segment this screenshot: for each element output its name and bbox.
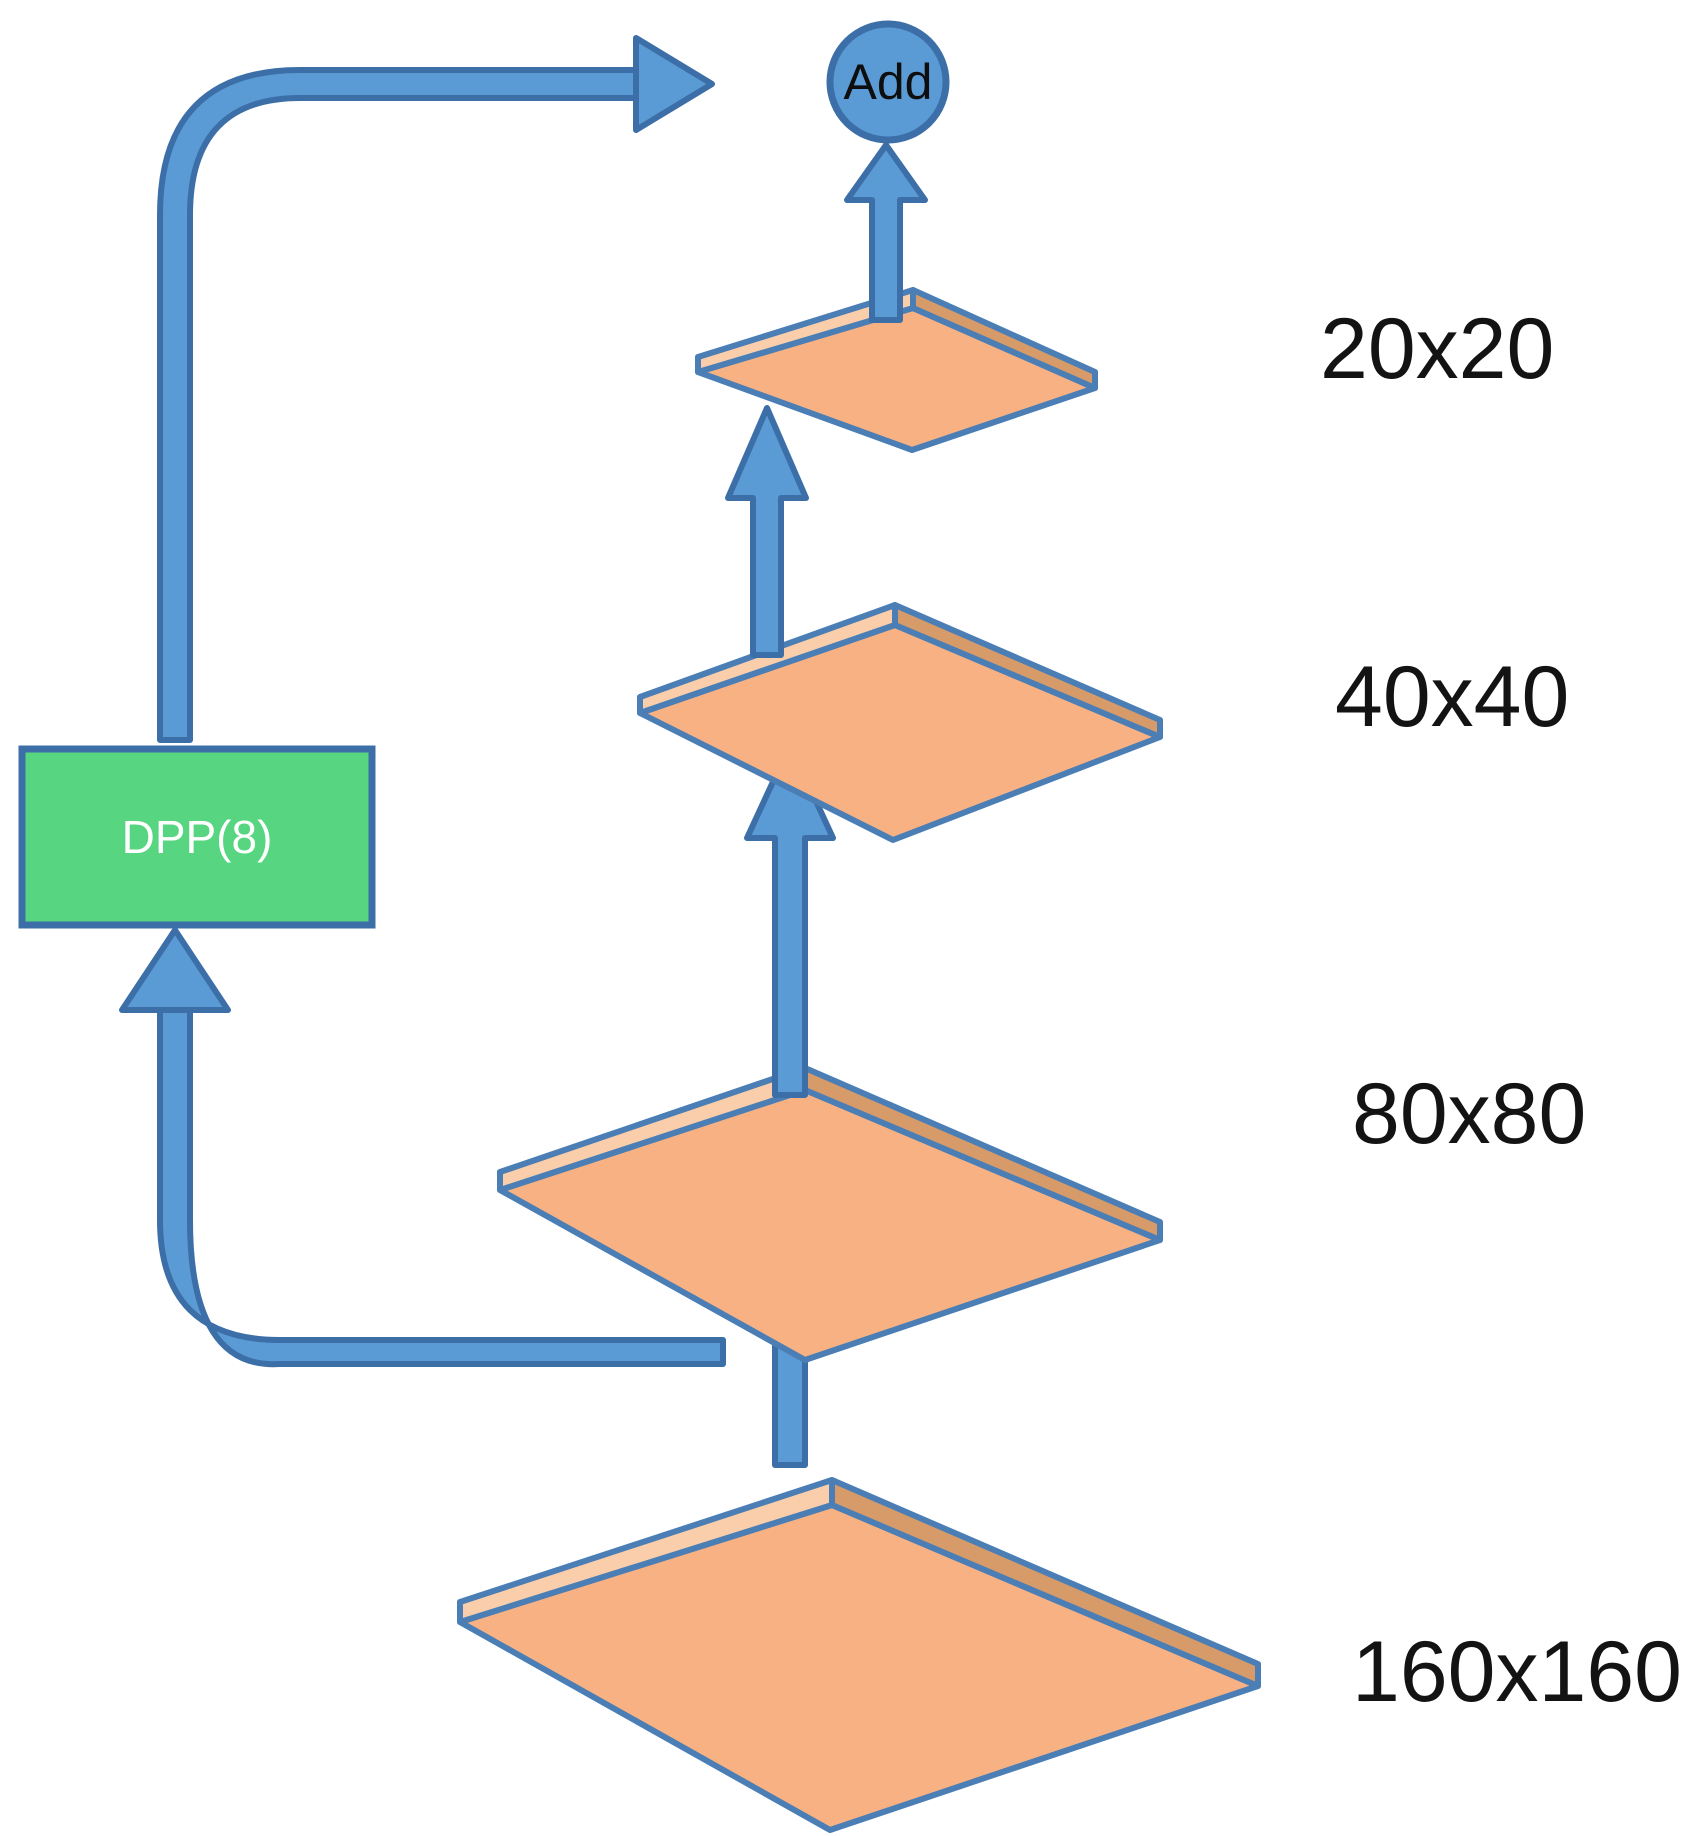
feature-map-40[interactable]: [637, 602, 1163, 843]
dpp-box[interactable]: [18, 745, 376, 929]
feature-map-80[interactable]: [497, 1065, 1163, 1363]
arrow-skip-out: [157, 35, 715, 743]
feature-map-label-40: 40x40: [1335, 649, 1570, 745]
arrow-skip-in: [119, 927, 726, 1368]
feature-map-20[interactable]: [695, 287, 1098, 453]
dpp-node-label: DPP(8): [121, 811, 273, 863]
arrow-40-to-20: [725, 405, 809, 658]
add-node-label: Add: [843, 54, 933, 110]
feature-map-label-20: 20x20: [1320, 301, 1555, 397]
add-circle[interactable]: [826, 20, 950, 144]
arrow-20-to-add: [844, 142, 928, 323]
feature-map-label-160: 160x160: [1352, 1624, 1682, 1720]
feature-map-label-80: 80x80: [1352, 1066, 1587, 1162]
feature-map-160[interactable]: [457, 1477, 1261, 1833]
